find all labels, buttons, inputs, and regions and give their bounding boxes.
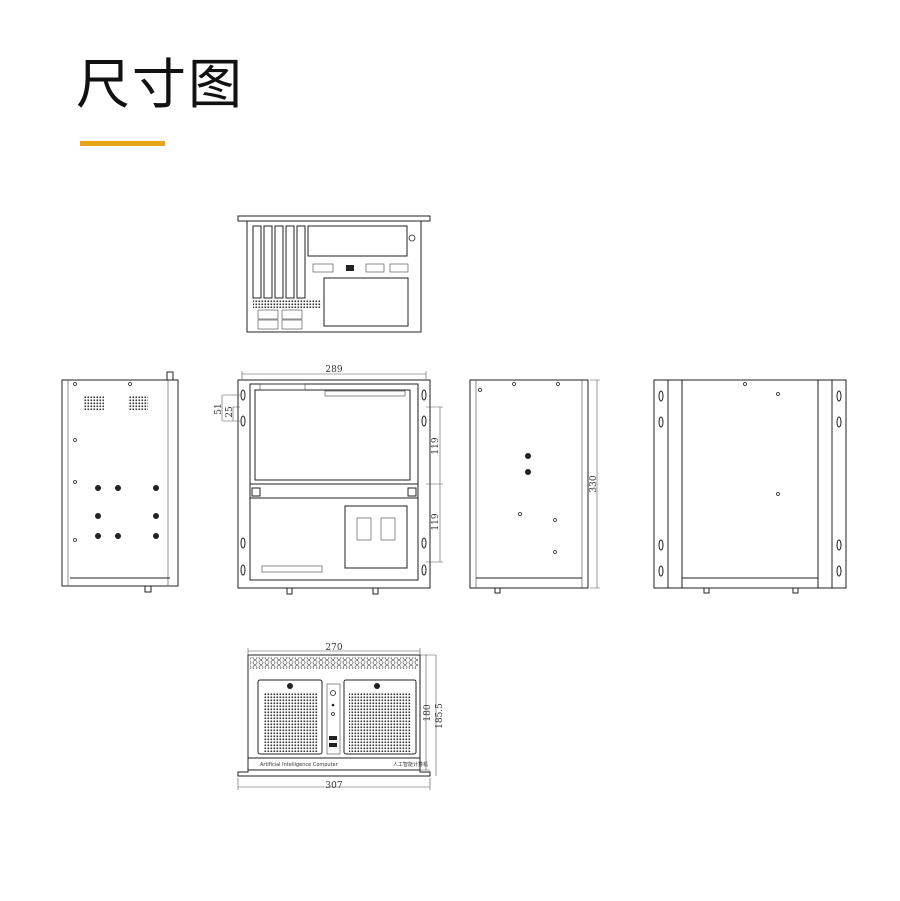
mounting-slots: [240, 389, 427, 576]
dim-width-289: 289: [325, 365, 342, 375]
front-label-en: Artificial Intelligence Computer: [260, 762, 339, 768]
dim-119-lower: 119: [431, 513, 441, 530]
side-view-right: [469, 379, 600, 594]
dim-height-185-5: 185.5: [435, 703, 445, 729]
rear-view: [237, 215, 431, 333]
dim-height-180: 180: [423, 704, 433, 721]
open-chassis-view: [221, 371, 443, 595]
dim-51: 51: [214, 403, 224, 414]
side-view-left: [61, 371, 179, 593]
dim-25: 25: [225, 406, 235, 418]
dim-front-270: 270: [325, 643, 342, 653]
expansion-slots: [252, 225, 306, 299]
dim-front-307: 307: [325, 781, 342, 791]
front-label-cn: 人工智能计算机: [393, 761, 428, 768]
title-accent-bar: [80, 141, 165, 146]
page-title: 尺寸图: [76, 53, 244, 116]
dim-119-upper: 119: [431, 437, 441, 454]
top-view: [653, 379, 847, 594]
front-view: [237, 648, 437, 790]
dim-depth-330: 330: [589, 475, 599, 492]
